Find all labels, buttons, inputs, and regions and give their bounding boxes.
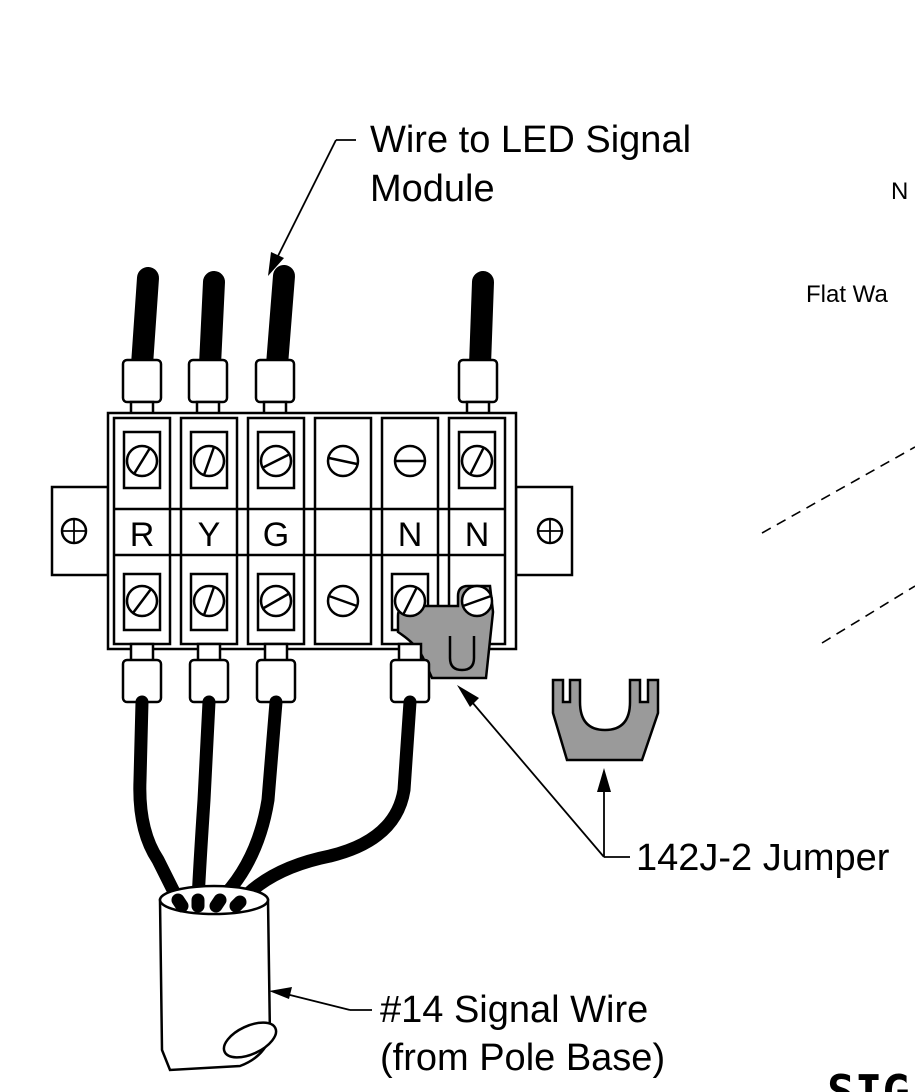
callout-signal-wire — [269, 987, 372, 1011]
label-clip-bottom-right: SIG — [827, 1065, 910, 1092]
screw-icon — [125, 584, 159, 618]
bottom-wires — [133, 695, 417, 909]
mount-screw-right-icon — [536, 517, 564, 545]
callout-led-module — [268, 139, 356, 276]
terminal-label-n2: N — [465, 516, 490, 554]
bottom-crimp-connectors — [121, 642, 431, 704]
top-crimp-r — [121, 358, 163, 422]
screw-icon — [326, 584, 360, 618]
dashed-leaders — [761, 446, 915, 644]
screw-icon — [393, 584, 427, 618]
mount-screw-left-icon — [60, 517, 88, 545]
label-jumper: 142J-2 Jumper — [636, 837, 890, 879]
screw-icon — [259, 584, 293, 618]
label-clip-right-mid: Flat Wa — [806, 281, 888, 308]
label-wire-to-led-line2: Module — [370, 168, 495, 210]
terminal-label-n1: N — [398, 516, 423, 554]
screw-icon — [192, 444, 226, 478]
terminal-label-r: R — [130, 516, 155, 554]
bottom-crimp-g — [255, 642, 297, 704]
screw-icon — [460, 584, 494, 618]
arrow-icon — [269, 987, 292, 999]
bottom-crimp-y — [188, 642, 230, 704]
terminal-label-g: G — [263, 516, 289, 554]
label-wire-to-led-line1: Wire to LED Signal — [370, 119, 691, 161]
screw-icon — [192, 584, 226, 618]
terminal-label-y: Y — [198, 516, 221, 554]
label-clip-right-top: N — [891, 178, 908, 205]
bottom-crimp-n — [389, 642, 431, 704]
arrow-icon — [457, 685, 479, 707]
screw-icon — [393, 444, 427, 478]
callout-jumper — [457, 685, 630, 858]
screw-icon — [460, 444, 494, 478]
screw-icon — [259, 444, 293, 478]
label-signal-wire-line1: #14 Signal Wire — [380, 989, 648, 1031]
top-crimp-y — [187, 358, 229, 422]
bottom-crimp-r — [121, 642, 163, 704]
top-wires — [131, 265, 494, 376]
jumper-loose — [551, 678, 660, 762]
top-screws — [125, 444, 494, 478]
top-crimp-connectors — [121, 358, 499, 422]
arrow-icon — [268, 252, 284, 276]
conduit-pipe — [158, 884, 278, 1072]
label-signal-wire-line2: (from Pole Base) — [380, 1037, 665, 1079]
top-crimp-g — [254, 358, 296, 422]
bottom-screws — [125, 584, 360, 618]
arrow-icon — [597, 768, 611, 792]
screw-icon — [125, 444, 159, 478]
top-crimp-n — [457, 358, 499, 422]
screw-icon — [326, 444, 360, 478]
